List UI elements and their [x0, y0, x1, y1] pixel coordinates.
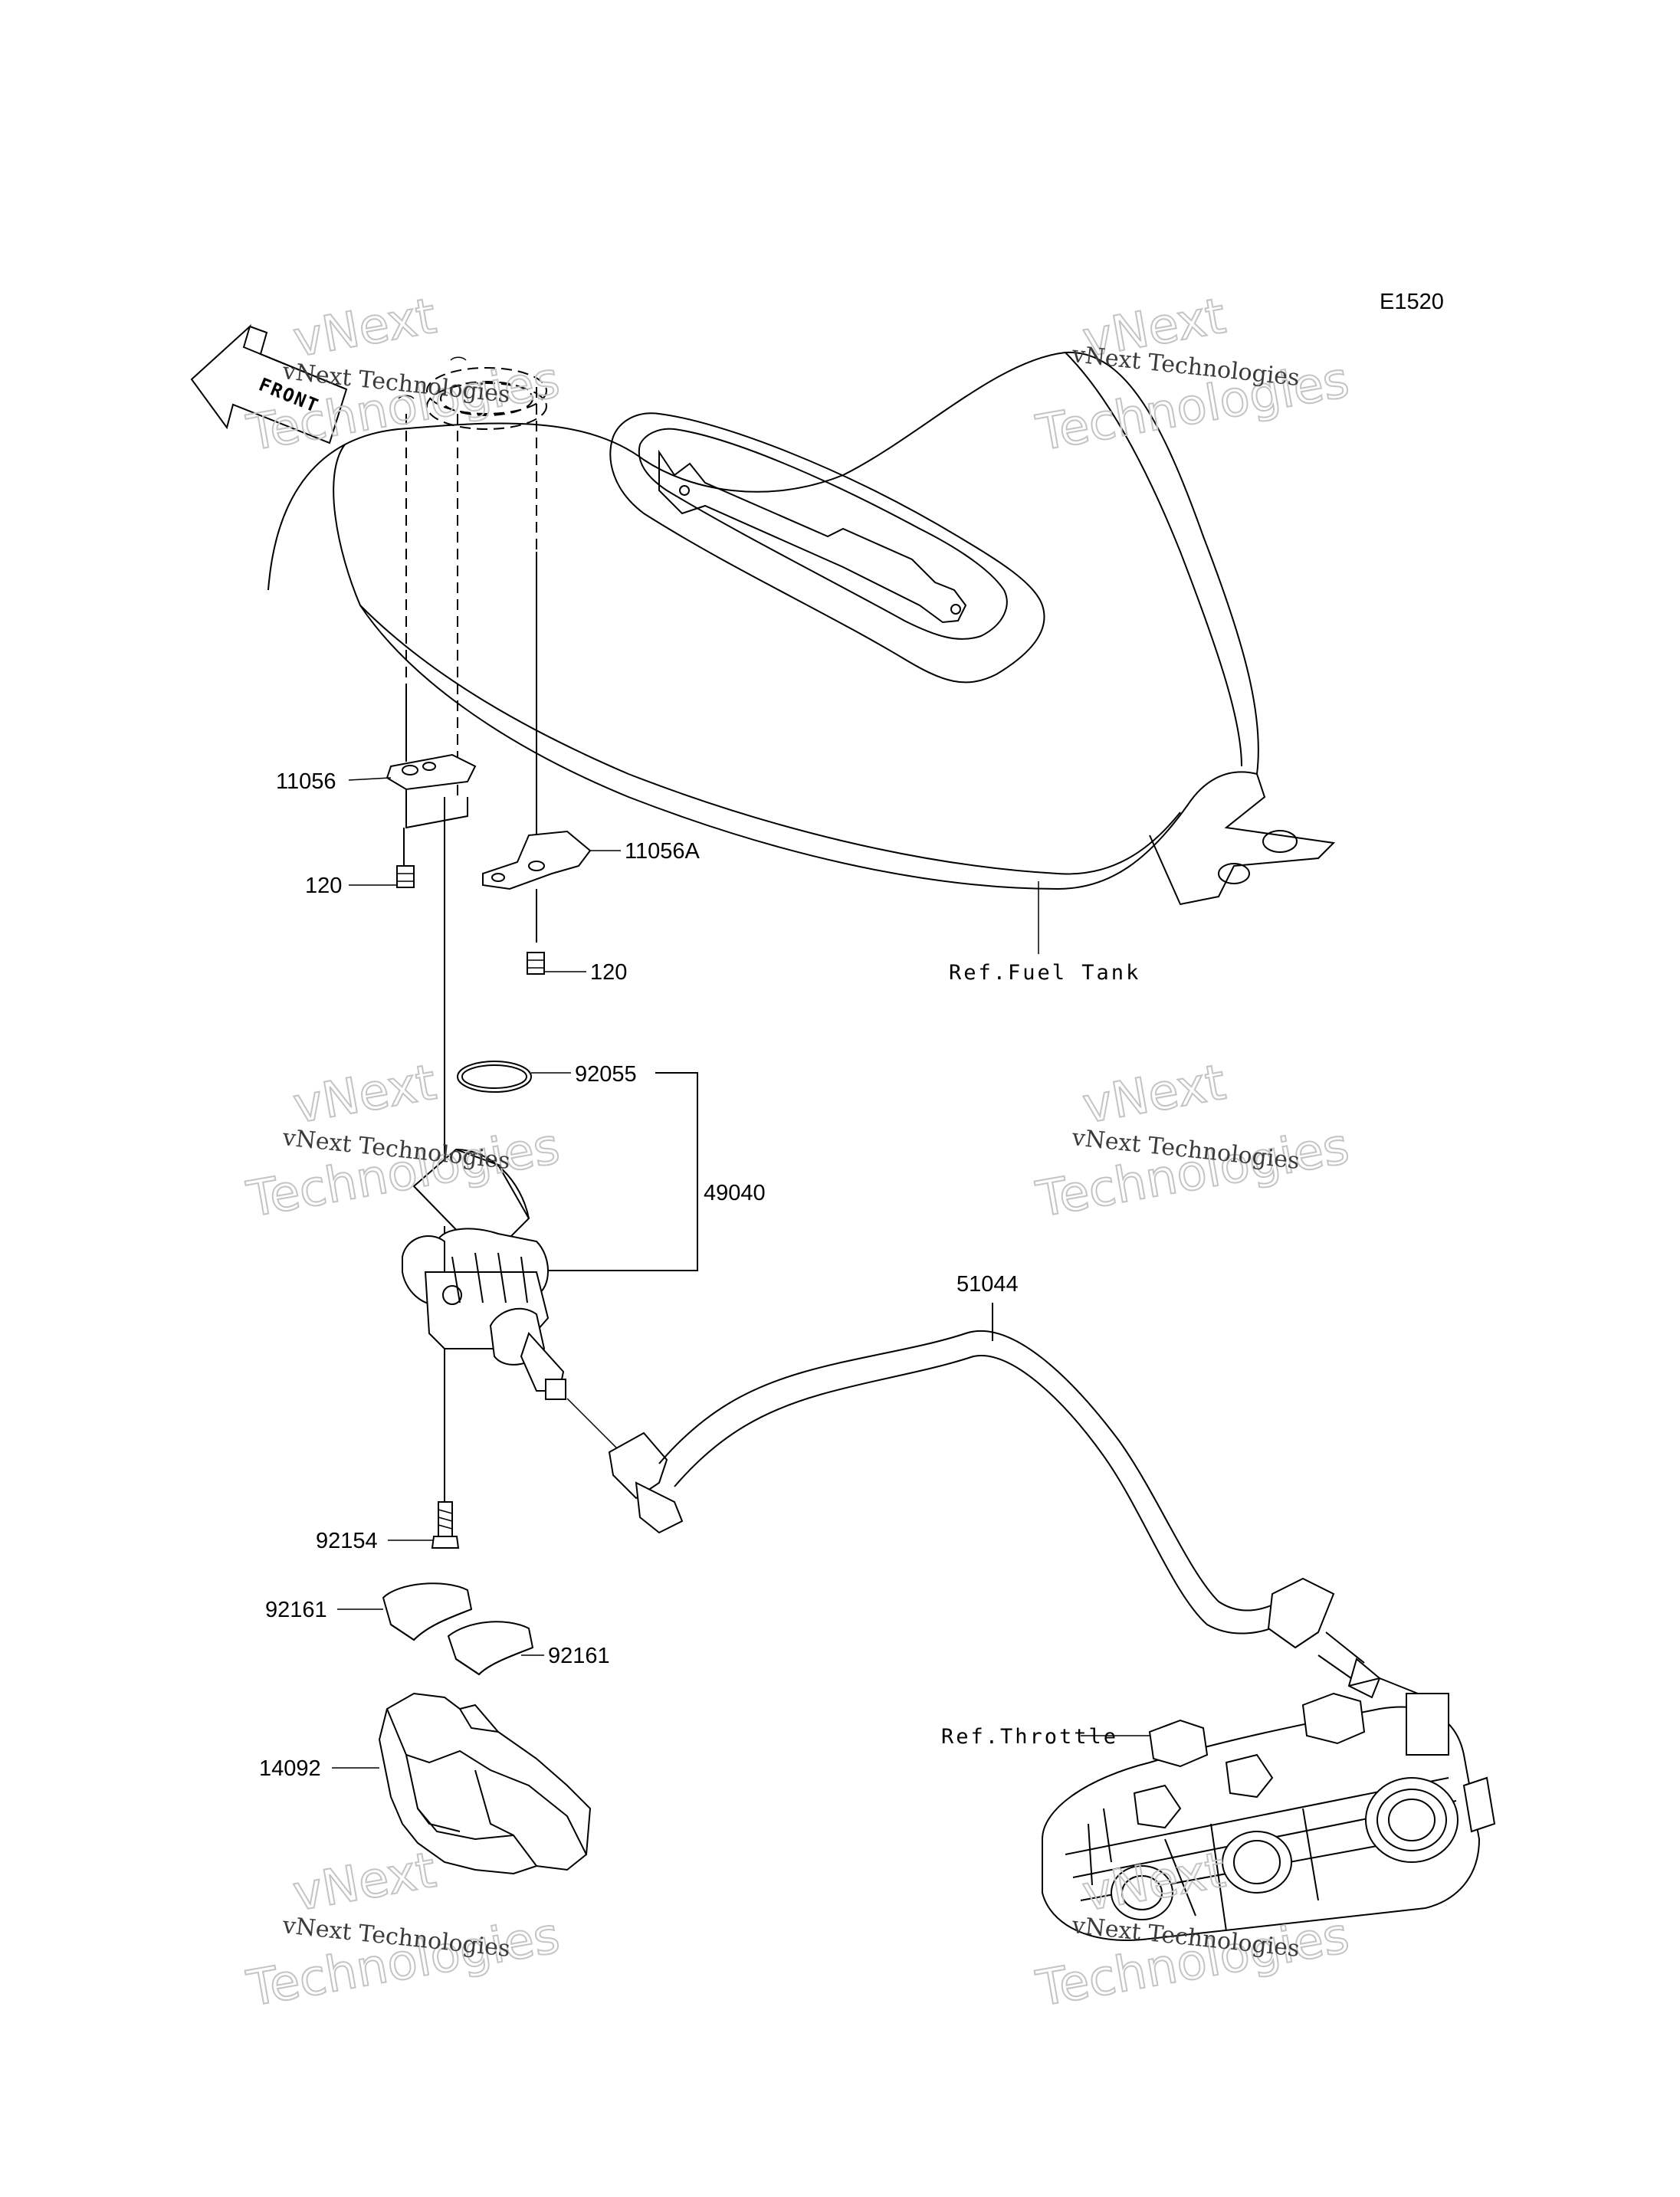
ref-throttle: Ref.Throttle: [941, 1725, 1118, 1749]
label-11056a: 11056A: [625, 839, 700, 864]
label-92154: 92154: [316, 1529, 378, 1553]
svg-text:vNext: vNext: [289, 1054, 440, 1135]
damper-92161-left-drawing: [382, 1582, 473, 1641]
svg-text:vNext: vNext: [1078, 1054, 1229, 1135]
label-92161-left: 92161: [265, 1598, 327, 1622]
bolt-92154-drawing: [431, 1501, 460, 1549]
label-120-right: 120: [590, 960, 627, 985]
svg-text:vNext: vNext: [289, 288, 440, 369]
label-120-left: 120: [305, 874, 342, 898]
label-11056: 11056: [276, 769, 336, 794]
throttle-body-drawing: [1042, 1677, 1496, 1941]
damper-92161-right-drawing: [447, 1621, 534, 1676]
oring-92055-drawing: [457, 1061, 532, 1093]
bracket-11056-drawing: [386, 690, 477, 829]
bolt-120-right-drawing: [527, 952, 545, 975]
diagram-code: E1520: [1380, 290, 1444, 314]
bolt-120-left-drawing: [396, 828, 415, 888]
cover-14092-drawing: [378, 1692, 592, 1875]
bracket-11056a-drawing: [482, 552, 592, 943]
ref-fuel-tank: Ref.Fuel Tank: [949, 961, 1140, 985]
front-arrow-icon: FRONT: [190, 323, 348, 444]
fuel-pump-49040-drawing: [402, 1148, 566, 1400]
svg-text:vNext: vNext: [289, 1842, 440, 1923]
fuel-hose-51044-drawing: [566, 1330, 1381, 1699]
label-14092: 14092: [259, 1756, 321, 1781]
label-51044: 51044: [956, 1272, 1019, 1297]
label-92161-right: 92161: [548, 1644, 610, 1668]
label-92055: 92055: [575, 1062, 637, 1087]
watermark-mid-right: vNext Technologies: [1032, 1054, 1354, 1230]
label-49040: 49040: [704, 1181, 766, 1205]
